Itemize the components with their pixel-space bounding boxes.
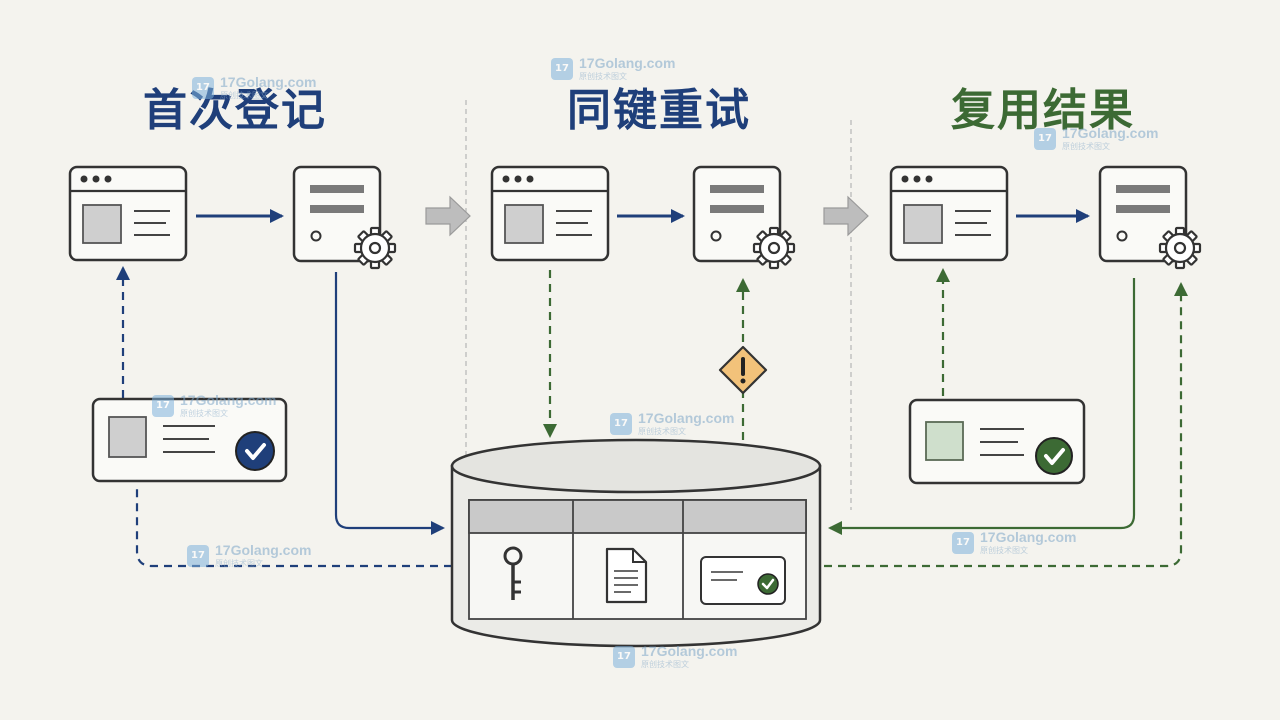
section-title-first-register: 首次登记 bbox=[143, 85, 327, 136]
document-icon bbox=[605, 547, 648, 604]
next-stage-arrow-2 bbox=[823, 195, 869, 237]
key-icon bbox=[503, 546, 523, 600]
write-record-arrow bbox=[334, 272, 445, 535]
client-browser-3 bbox=[889, 165, 1009, 262]
return-cached-result-arrow bbox=[824, 282, 1188, 568]
client-browser-1 bbox=[68, 165, 188, 262]
check-badge-icon bbox=[235, 431, 275, 471]
warning-icon bbox=[718, 345, 768, 395]
client-browser-2 bbox=[490, 165, 610, 262]
record-card-3 bbox=[908, 398, 1086, 485]
section-title-same-key-retry: 同键重试 bbox=[567, 85, 751, 136]
gear-icon bbox=[353, 226, 397, 270]
idempotency-store bbox=[450, 438, 822, 648]
gear-icon bbox=[752, 226, 796, 270]
stored-result-card bbox=[700, 556, 786, 605]
store-to-record-dashed-line-1 bbox=[135, 484, 452, 568]
check-badge-icon bbox=[757, 573, 779, 595]
read-stored-result-arrow bbox=[828, 278, 1136, 535]
check-badge-icon bbox=[1035, 437, 1073, 475]
record-card-1 bbox=[91, 397, 288, 483]
next-stage-arrow-1 bbox=[425, 195, 471, 237]
gear-icon bbox=[1158, 226, 1202, 270]
